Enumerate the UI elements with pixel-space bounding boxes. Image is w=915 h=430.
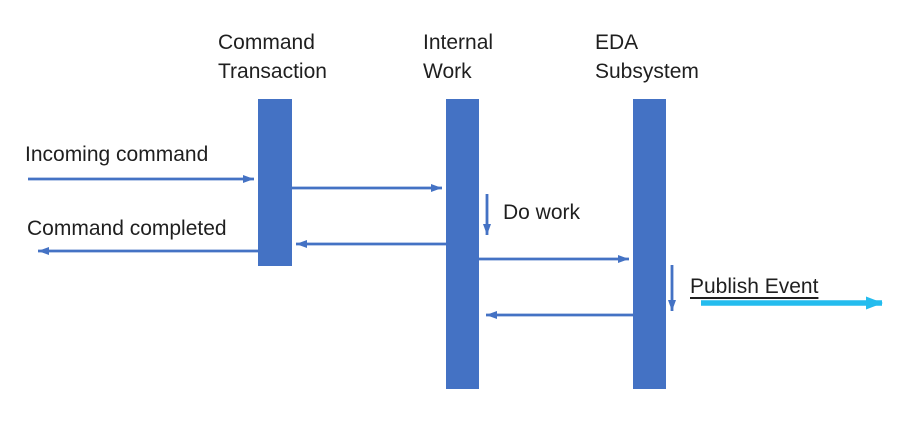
lifeline-label-line: Internal — [423, 31, 494, 54]
lifeline-label-line: Transaction — [218, 60, 327, 83]
activation-bar-internal-work — [446, 99, 479, 389]
lifeline-label-command-transaction: Command Transaction — [218, 28, 327, 86]
lifeline-label-internal-work: Internal Work — [423, 28, 493, 86]
lifeline-label-line: Subsystem — [595, 60, 699, 83]
incoming-command-label: Incoming command — [25, 143, 209, 166]
publish-event-label: Publish Event — [690, 275, 819, 298]
lifeline-label-eda-subsystem: EDA Subsystem — [595, 28, 699, 86]
lifeline-label-line: Work — [423, 60, 472, 83]
lifeline-label-line: Command — [218, 31, 315, 54]
do-work-label: Do work — [503, 201, 581, 224]
activation-bar-command-transaction — [258, 99, 292, 266]
activation-bar-eda-subsystem — [633, 99, 666, 389]
command-completed-label: Command completed — [27, 217, 227, 240]
lifeline-label-line: EDA — [595, 31, 639, 54]
